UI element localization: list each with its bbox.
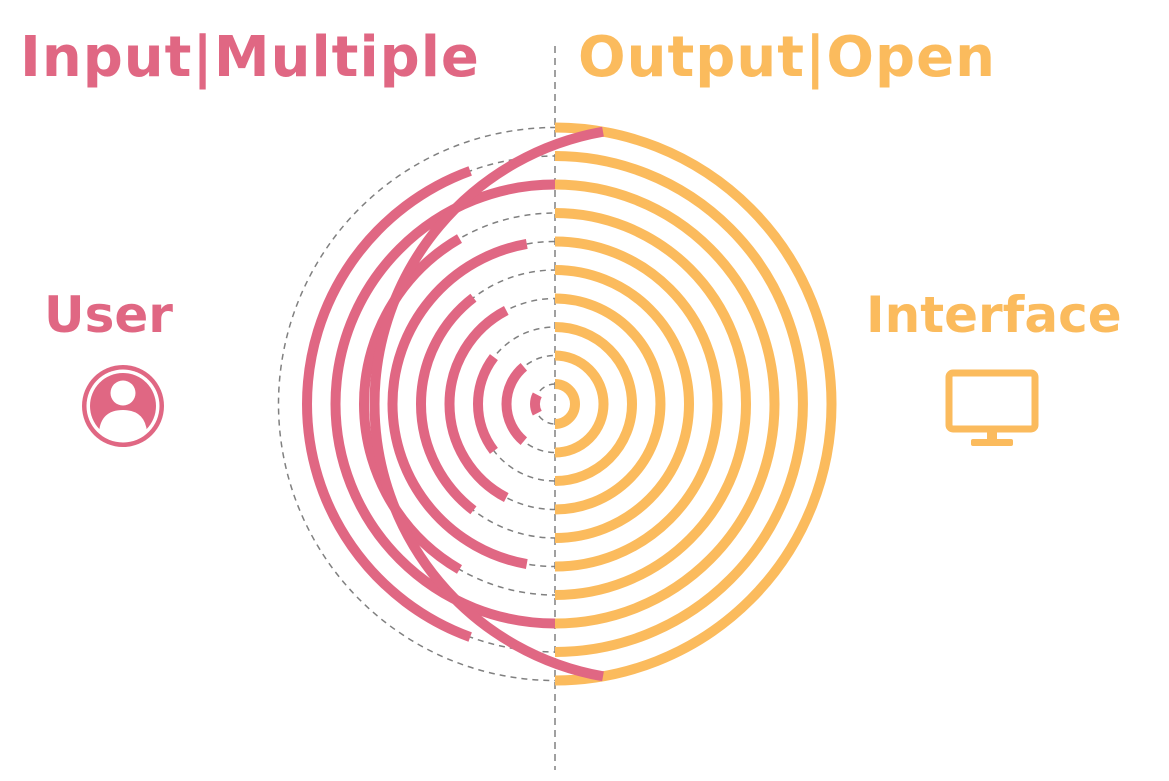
output-ring-arc — [554, 236, 723, 572]
input-ring-arc — [473, 354, 498, 454]
output-open-title: Output|Open — [578, 25, 996, 90]
output-rings — [554, 122, 837, 686]
output-ring-arc — [554, 322, 637, 486]
input-ring-arc — [444, 305, 509, 503]
output-ring-arc — [554, 350, 609, 458]
output-ring-arc — [554, 379, 580, 429]
monitor-icon — [944, 368, 1040, 450]
output-ring-arc — [554, 122, 837, 686]
output-ring-arc — [554, 293, 666, 515]
user-label: User — [44, 286, 173, 344]
input-multiple-title: Input|Multiple — [20, 25, 480, 90]
input-ring-arc — [530, 392, 542, 416]
input-arcs — [302, 126, 604, 682]
input-ring-arc — [369, 126, 604, 682]
interface-label: Interface — [866, 286, 1122, 344]
input-ring-arc — [302, 166, 472, 642]
input-ring-arc — [359, 234, 463, 574]
input-ring-arc — [416, 293, 477, 515]
user-icon — [77, 360, 169, 452]
input-ring-arc — [501, 363, 528, 445]
output-ring-arc — [554, 179, 780, 629]
output-ring-arc — [554, 151, 808, 657]
input-ring-arc — [387, 239, 528, 569]
output-ring-arc — [554, 265, 694, 543]
output-ring-arc — [554, 208, 751, 600]
